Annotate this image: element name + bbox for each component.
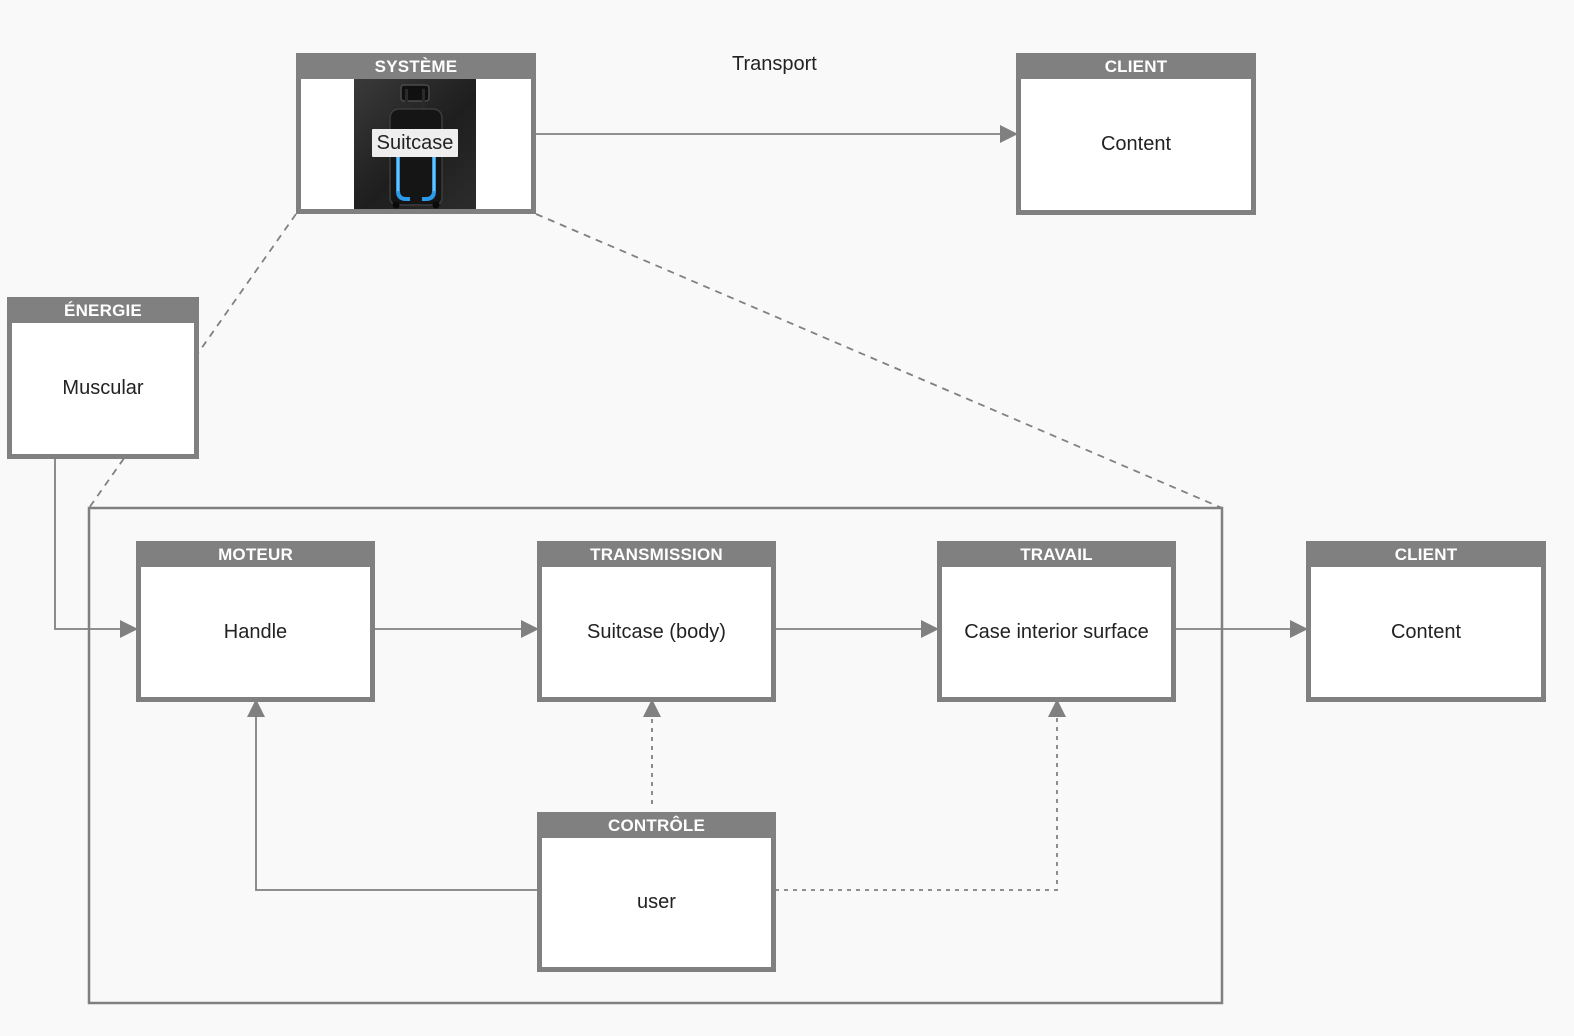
- client-bottom-value: Content: [1390, 620, 1462, 643]
- energy-to-motor-arrow: [54, 458, 138, 638]
- system-header: SYSTÈME: [296, 53, 536, 79]
- subsystem-boundary: [87, 506, 1224, 1005]
- zoom-line-right: [535, 213, 1223, 509]
- energy-header: ÉNERGIE: [7, 297, 199, 323]
- client-bottom-header: CLIENT: [1306, 541, 1546, 567]
- motor-value: Handle: [223, 620, 288, 643]
- control-to-work-arrow: [775, 699, 1066, 891]
- suitcase-image-label: Suitcase: [372, 129, 458, 157]
- control-value: user: [637, 891, 676, 913]
- client-top-value: Content: [1100, 133, 1172, 155]
- work-value: Case interior surface: [964, 620, 1149, 643]
- client-bottom-block[interactable]: CLIENT Content: [1306, 541, 1546, 702]
- control-block[interactable]: CONTRÔLE user: [537, 812, 776, 972]
- client-top-header: CLIENT: [1016, 53, 1256, 79]
- system-block[interactable]: SYSTÈME Suitcase: [296, 53, 536, 214]
- work-block[interactable]: TRAVAIL Case interior surface: [937, 541, 1176, 702]
- energy-block[interactable]: ÉNERGIE Muscular: [7, 297, 199, 459]
- energy-value: Muscular: [62, 377, 144, 399]
- transmission-block[interactable]: TRANSMISSION Suitcase (body): [537, 541, 776, 702]
- work-header: TRAVAIL: [937, 541, 1176, 567]
- client-top-block[interactable]: CLIENT Content: [1016, 53, 1256, 215]
- control-to-motor-arrow: [247, 699, 537, 891]
- transmission-header: TRANSMISSION: [537, 541, 776, 567]
- zoom-line-left: [88, 213, 297, 509]
- motor-block[interactable]: MOTEUR Handle: [136, 541, 375, 702]
- control-header: CONTRÔLE: [537, 812, 776, 838]
- transmission-value: Suitcase (body): [587, 620, 726, 643]
- transport-label: Transport: [732, 53, 817, 75]
- motor-header: MOTEUR: [136, 541, 375, 567]
- suitcase-image: Suitcase: [354, 79, 476, 209]
